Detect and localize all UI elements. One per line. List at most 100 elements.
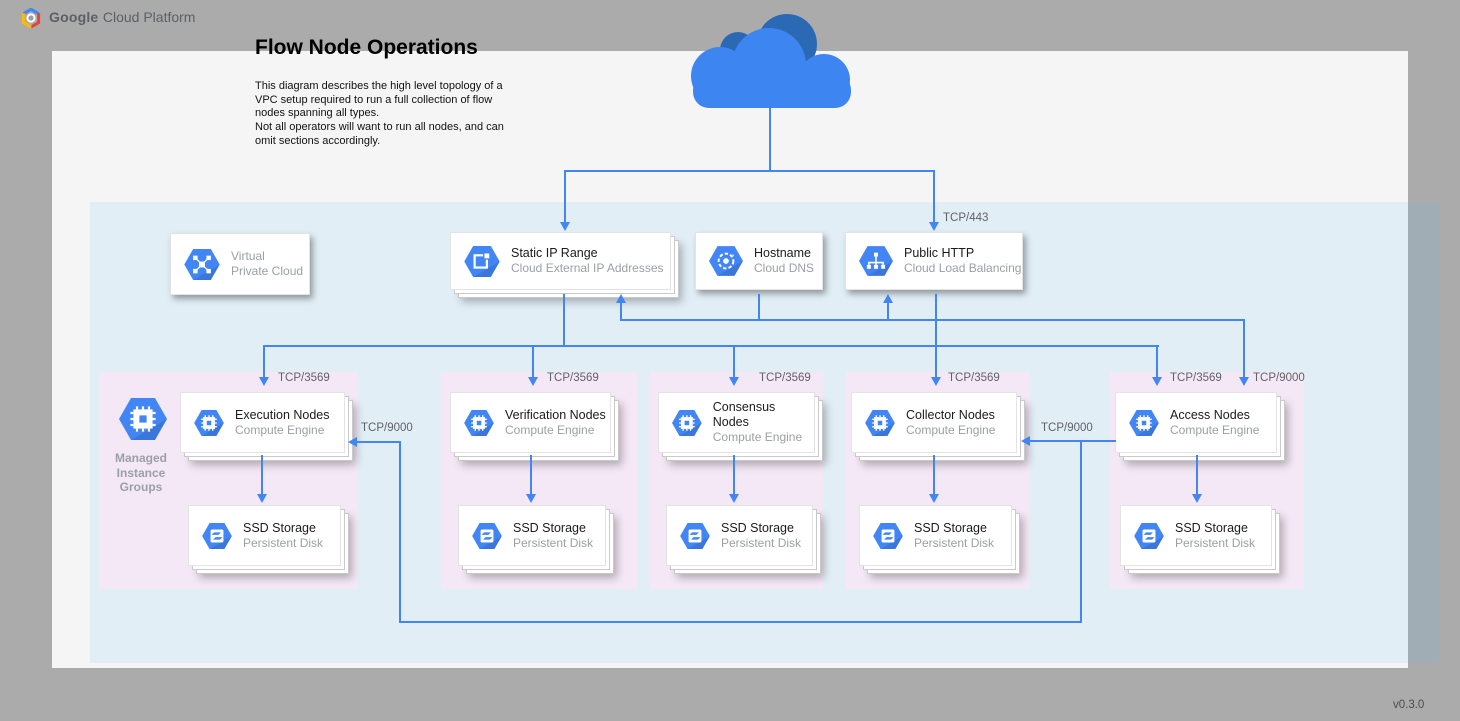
port-label-tcp3569: TCP/3569 <box>759 372 811 384</box>
connector-line <box>887 302 889 320</box>
connector-line <box>530 455 532 495</box>
managed-instance-groups-label: Managed Instance Groups <box>114 451 167 494</box>
port-label-tcp3569: TCP/3569 <box>1170 372 1222 384</box>
persistent-disk-icon <box>472 522 502 549</box>
port-label-tcp3569: TCP/3569 <box>278 372 330 384</box>
service-title: Static IP Range <box>511 246 598 260</box>
external-ip-icon <box>464 245 500 277</box>
connector-line <box>620 319 1245 321</box>
service-public-http: Public HTTP Cloud Load Balancing <box>845 232 1023 290</box>
compute-engine-icon <box>672 409 702 436</box>
arrowhead-down <box>729 494 739 503</box>
persistent-disk-icon <box>680 522 710 549</box>
node-subtitle: Compute Engine <box>235 422 325 437</box>
port-label-tcp9000: TCP/9000 <box>1253 372 1305 384</box>
box-consensus-nodes: Consensus Nodes Compute Engine <box>658 392 815 453</box>
node-subtitle: Compute Engine <box>712 430 803 444</box>
arrowhead-up <box>616 294 626 303</box>
connector-line <box>563 294 565 347</box>
connector-line <box>1029 440 1116 442</box>
connector-line <box>733 345 735 378</box>
service-title: Hostname <box>754 246 811 260</box>
cloud-dns-icon <box>709 246 743 276</box>
persistent-disk-icon <box>1134 522 1164 549</box>
service-subtitle: Cloud Load Balancing <box>904 261 1022 275</box>
node-subtitle: Compute Engine <box>505 422 595 437</box>
node-subtitle: Compute Engine <box>906 422 996 437</box>
arrowhead-down <box>257 494 267 503</box>
ssd-subtitle: Persistent Disk <box>721 535 802 550</box>
box-ssd-access: SSD Storage Persistent Disk <box>1120 505 1272 566</box>
connector-line <box>564 170 566 223</box>
box-ssd-execution: SSD Storage Persistent Disk <box>188 505 341 566</box>
box-verification-nodes: Verification Nodes Compute Engine <box>450 392 611 453</box>
ssd-title: SSD Storage <box>914 520 987 535</box>
connector-line <box>263 345 265 378</box>
box-ssd-consensus: SSD Storage Persistent Disk <box>666 505 813 566</box>
arrowhead-down <box>929 222 939 231</box>
persistent-disk-icon <box>873 522 903 549</box>
arrowhead-left <box>1021 436 1030 446</box>
compute-engine-icon <box>194 409 224 436</box>
connector-line <box>1080 440 1082 623</box>
box-ssd-collector: SSD Storage Persistent Disk <box>859 505 1012 566</box>
node-title: Execution Nodes <box>235 407 330 422</box>
connector-line <box>261 455 263 495</box>
service-hostname: Hostname Cloud DNS <box>695 232 823 290</box>
connector-line <box>399 441 401 623</box>
port-label-tcp9000: TCP/9000 <box>1041 422 1093 434</box>
service-subtitle: Cloud External IP Addresses <box>511 261 664 275</box>
persistent-disk-icon <box>202 522 232 549</box>
service-virtual-private-cloud: Virtual Private Cloud <box>170 233 310 295</box>
port-label-tcp3569: TCP/3569 <box>547 372 599 384</box>
version-label: v0.3.0 <box>1393 699 1425 711</box>
ssd-title: SSD Storage <box>721 520 794 535</box>
ssd-subtitle: Persistent Disk <box>914 535 995 550</box>
connector-line <box>935 294 937 378</box>
service-static-ip-range: Static IP Range Cloud External IP Addres… <box>450 232 671 290</box>
arrowhead-down <box>1239 377 1249 386</box>
page-title: Flow Node Operations <box>255 36 478 59</box>
arrowhead-down <box>528 377 538 386</box>
port-label-tcp9000: TCP/9000 <box>361 422 413 434</box>
connector-line <box>356 441 401 443</box>
node-title: Consensus Nodes <box>712 400 776 429</box>
ssd-subtitle: Persistent Disk <box>1175 535 1256 550</box>
box-ssd-verification: SSD Storage Persistent Disk <box>458 505 606 566</box>
box-collector-nodes: Collector Nodes Compute Engine <box>851 392 1017 453</box>
arrowhead-up <box>883 294 893 303</box>
arrowhead-down <box>729 377 739 386</box>
connector-line <box>564 170 935 172</box>
arrowhead-down <box>259 377 269 386</box>
diagram-description: This diagram describes the high level to… <box>255 80 504 147</box>
service-subtitle: Cloud DNS <box>754 261 815 275</box>
box-access-nodes: Access Nodes Compute Engine <box>1115 392 1277 453</box>
arrowhead-down <box>929 494 939 503</box>
gcp-brand: Google Cloud Platform <box>21 8 195 28</box>
port-label-tcp3569: TCP/3569 <box>948 372 1000 384</box>
vpc-icon <box>184 248 220 280</box>
arrowhead-left <box>348 437 357 447</box>
internet-cloud-icon <box>681 12 861 114</box>
connector-line <box>1243 319 1245 378</box>
connector-line <box>933 455 935 495</box>
ssd-title: SSD Storage <box>1175 520 1248 535</box>
brand-primary: Google <box>49 9 99 25</box>
ssd-title: SSD Storage <box>243 520 316 535</box>
ssd-subtitle: Persistent Disk <box>243 535 324 550</box>
gcp-logo-icon <box>21 8 41 28</box>
connector-line <box>532 345 534 378</box>
service-name: Virtual Private Cloud <box>231 249 304 278</box>
node-subtitle: Compute Engine <box>1170 422 1260 437</box>
connector-line <box>758 294 760 320</box>
node-title: Access Nodes <box>1170 407 1250 422</box>
connector-line <box>263 345 1159 347</box>
port-label-tcp443: TCP/443 <box>943 212 989 224</box>
box-execution-nodes: Execution Nodes Compute Engine <box>180 392 345 453</box>
load-balancing-icon <box>859 246 893 276</box>
ssd-subtitle: Persistent Disk <box>513 535 594 550</box>
arrowhead-down <box>931 377 941 386</box>
arrowhead-down <box>560 222 570 231</box>
connector-line <box>399 621 1082 623</box>
